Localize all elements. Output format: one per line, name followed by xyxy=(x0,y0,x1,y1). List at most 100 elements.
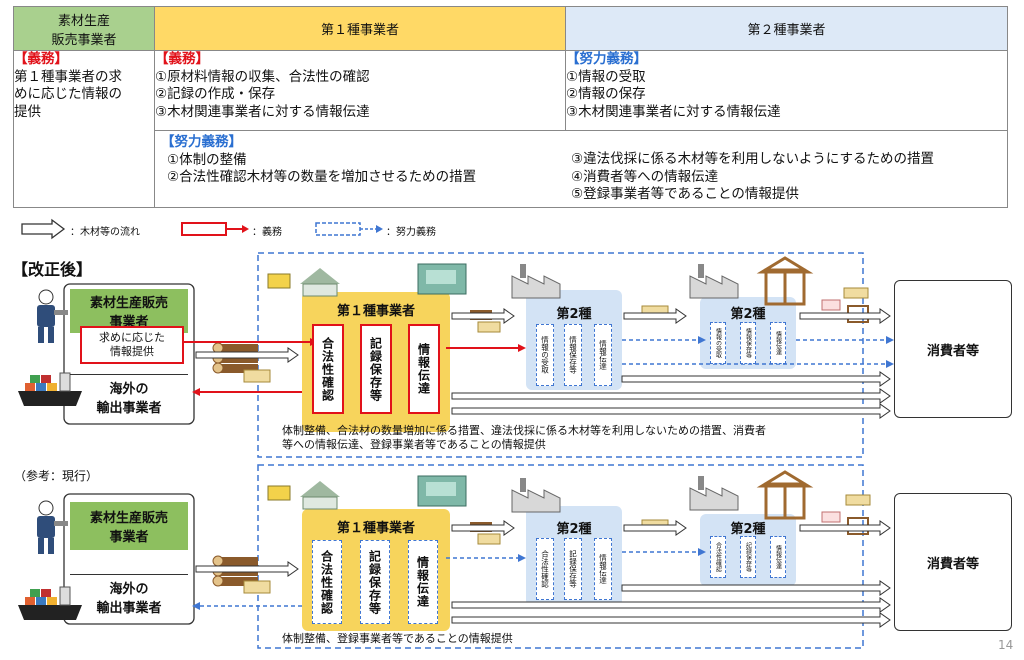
flow-arrow-icon xyxy=(621,580,891,596)
header-producer-line1: 素材生産 xyxy=(57,13,110,29)
producer-duty-tag: 【義務】 xyxy=(14,51,68,67)
request-info-line1: 求めに応じた xyxy=(99,331,165,344)
first-duty-item: ①原材料情報の収集、合法性の確認 xyxy=(155,68,370,85)
flow-arrow-icon xyxy=(451,388,891,404)
header-second: 第２種事業者 xyxy=(565,6,1008,51)
before-exporter-label: 海外の 輸出事業者 xyxy=(70,574,188,619)
sawmill-icon xyxy=(267,268,340,297)
effort-arrowhead-icon xyxy=(376,225,383,233)
producer-duty-line: 第１種事業者の求 xyxy=(14,68,122,85)
log-bundle-icon xyxy=(212,342,271,383)
factory-icon xyxy=(511,264,561,299)
sawmill-icon xyxy=(267,481,340,510)
house-frame-icon xyxy=(756,256,814,306)
after-second-item-box: 情報伝達 xyxy=(594,324,612,386)
header-second-label: 第２種事業者 xyxy=(747,23,826,38)
after-third-item-box: 情報保存等 xyxy=(740,322,756,364)
cargo-ship-icon xyxy=(18,586,82,620)
after-exporter-line1: 海外の xyxy=(109,382,149,397)
flow-arrow-icon xyxy=(195,561,299,577)
effort-arrowhead-icon xyxy=(698,548,706,556)
factory-icon xyxy=(511,478,561,513)
effort-arrowhead-icon xyxy=(518,554,526,562)
shared-effort-item: ④消費者等への情報伝達 xyxy=(571,168,719,185)
header-producer-line2: 販売事業者 xyxy=(51,32,117,48)
after-first-title: 第１種事業者 xyxy=(336,304,415,319)
machinery-icon xyxy=(417,475,467,507)
shared-effort-item: ⑤登録事業者等であることの情報提供 xyxy=(571,186,799,202)
before-third-item-box: 合法性確認 xyxy=(710,536,726,578)
producer-duty-line: 提供 xyxy=(14,103,41,120)
first-duty-cell: 【義務】 ①原材料情報の収集、合法性の確認 ②記録の作成・保存 ③木材関連事業者… xyxy=(154,50,566,131)
flow-arrow-icon xyxy=(195,347,299,363)
after-record-keeping-box: 記録保存等 xyxy=(360,324,392,414)
flow-arrow-icon xyxy=(623,520,687,536)
after-second-item-box: 情報保存等 xyxy=(564,324,582,386)
after-section-title: 【改正後】 xyxy=(12,260,93,279)
header-producer: 素材生産 販売事業者 xyxy=(13,6,155,51)
before-exporter-line1: 海外の xyxy=(109,582,149,597)
first-duty-item: ②記録の作成・保存 xyxy=(155,86,276,102)
producer-duty-line: めに応じた情報の xyxy=(14,86,122,102)
flow-arrow-icon xyxy=(451,520,515,536)
request-info-box: 求めに応じた 情報提供 xyxy=(80,326,184,364)
flow-arrow-icon xyxy=(799,308,891,324)
after-producer-line1: 素材生産販売 xyxy=(89,296,168,311)
before-second-title: 第2種 xyxy=(556,522,592,537)
lumber-icon xyxy=(843,287,869,299)
lumber-icon xyxy=(477,533,501,545)
legend xyxy=(21,218,383,240)
flow-arrow-icon xyxy=(451,403,891,419)
before-section-title: （参考：現行） xyxy=(14,469,99,483)
second-effort-cell: 【努力義務】 ①情報の受取 ②情報の保存 ③木材関連事業者に対する情報伝達 xyxy=(565,50,1008,131)
legend-duty-label: ：義務 xyxy=(252,227,282,238)
after-note-line1: 体制整備、合法材の数量増加に係る措置、違法伐採に係る木材等を利用しないための措置… xyxy=(282,424,766,437)
first-duty-item: ③木材関連事業者に対する情報伝達 xyxy=(155,103,370,120)
before-consumer-box: 消費者等 xyxy=(894,493,1012,631)
before-first-title: 第１種事業者 xyxy=(336,521,415,536)
duty-arrowhead-icon xyxy=(518,344,526,352)
first-effort-item: ①体制の整備 xyxy=(167,151,247,168)
after-second-title: 第2種 xyxy=(556,307,592,322)
duty-arrowhead-icon xyxy=(192,388,200,396)
flow-arrow-icon xyxy=(623,308,687,324)
flow-arrow-icon xyxy=(451,597,891,613)
before-second-item-box: 記録保存等 xyxy=(564,538,582,600)
after-exporter-line2: 輸出事業者 xyxy=(96,401,162,416)
effort-arrowhead-icon xyxy=(192,602,200,610)
house-frame-icon xyxy=(756,470,814,520)
after-third-title: 第2種 xyxy=(730,307,766,322)
before-third-item-box: 記録保存等 xyxy=(740,536,756,578)
log-bundle-icon xyxy=(212,555,271,594)
before-producer-line1: 素材生産販売 xyxy=(89,511,168,526)
first-effort-tag: 【努力義務】 xyxy=(161,134,242,150)
effort-arrowhead-icon xyxy=(698,336,706,344)
after-third-item-box: 情報の受取 xyxy=(710,322,726,364)
worker-icon xyxy=(37,500,68,554)
shared-effort-cell: 【努力義務】 ①体制の整備 ②合法性確認木材等の数量を増加させるための措置 ③違… xyxy=(154,130,1008,208)
flow-arrow-icon xyxy=(451,612,891,628)
shared-effort-item: ③違法伐採に係る木材等を利用しないようにするための措置 xyxy=(571,151,934,167)
before-exporter-line2: 輸出事業者 xyxy=(96,601,162,616)
effort-arrowhead-icon xyxy=(886,336,894,344)
duty-arrowhead-icon xyxy=(242,225,249,233)
after-second-item-box: 情報の受取 xyxy=(536,324,554,386)
before-note: 体制整備、登録事業者等であることの情報提供 xyxy=(282,632,513,645)
lumber-icon xyxy=(845,494,871,506)
after-info-transfer-box: 情報伝達 xyxy=(408,324,440,414)
before-third-item-box: 情報伝達 xyxy=(770,536,786,578)
request-info-line2: 情報提供 xyxy=(110,345,154,358)
obligation-table: 素材生産 販売事業者 第１種事業者 第２種事業者 【義務】 第１種事業者の求 め… xyxy=(13,6,1008,208)
factory-icon xyxy=(689,476,739,511)
before-producer-header xyxy=(70,502,188,550)
after-note-line2: 等への情報伝達、登録事業者等であることの情報提供 xyxy=(282,438,546,451)
worker-icon xyxy=(37,289,68,343)
second-effort-item: ①情報の受取 xyxy=(566,68,646,85)
before-second-item-box: 情報伝達 xyxy=(594,538,612,600)
before-producer-line2: 事業者 xyxy=(109,530,149,545)
before-third-title: 第2種 xyxy=(730,522,766,537)
lumber-icon xyxy=(477,321,501,333)
header-first: 第１種事業者 xyxy=(154,6,566,51)
legend-effort-label: ：努力義務 xyxy=(386,227,436,238)
cargo-ship-icon xyxy=(18,372,82,406)
